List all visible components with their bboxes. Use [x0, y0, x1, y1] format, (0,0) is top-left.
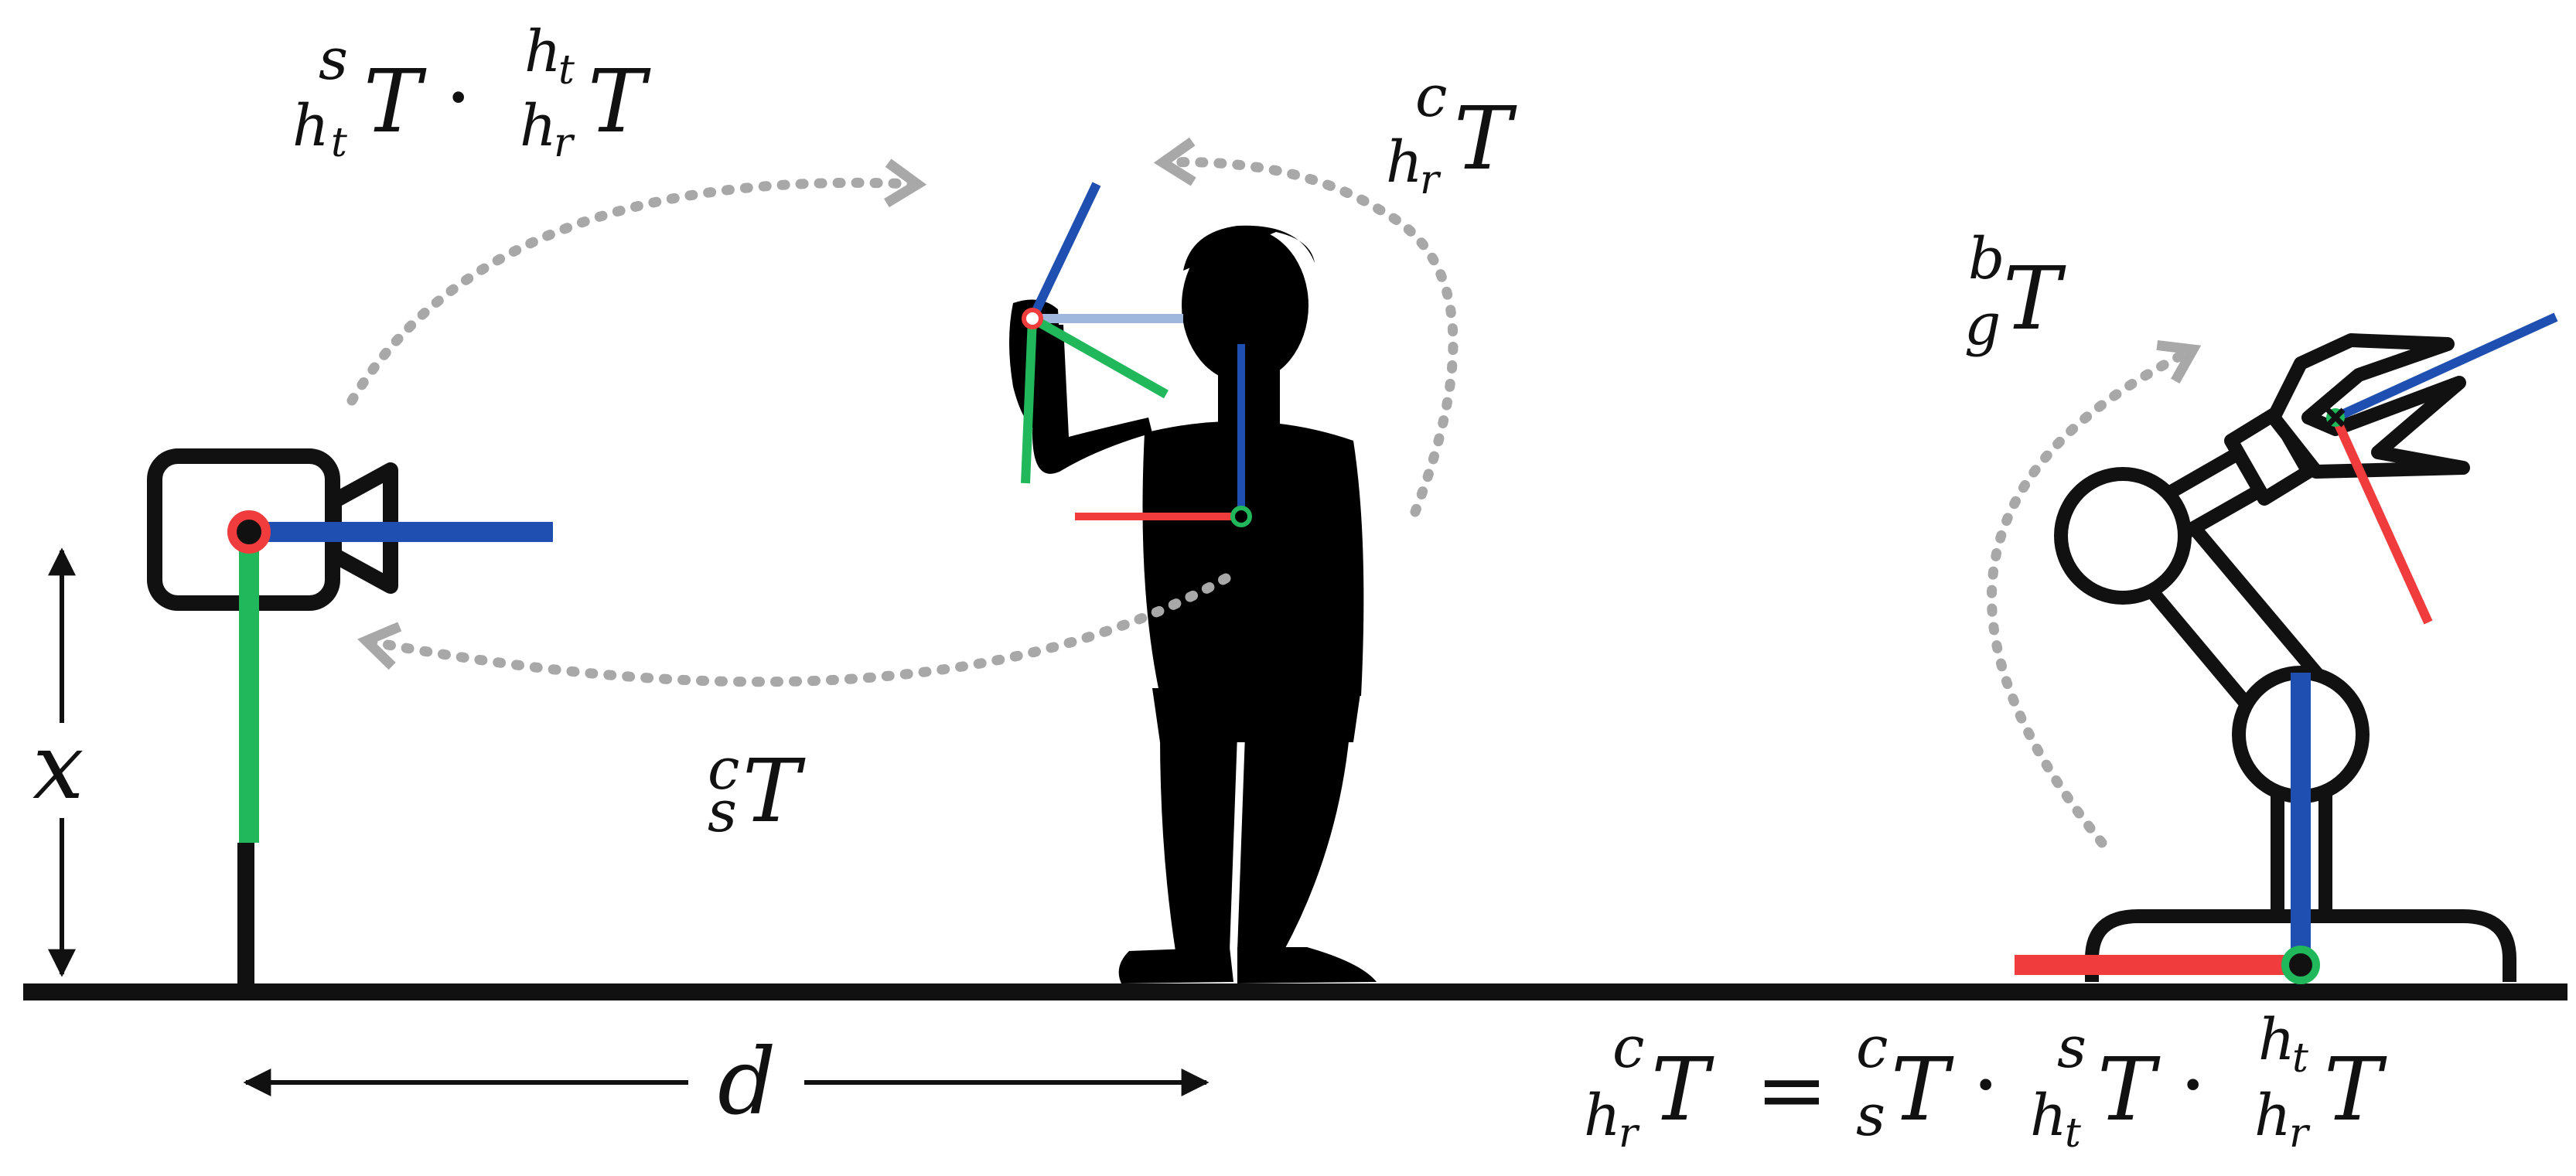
svg-text:s: s — [708, 779, 737, 845]
arrow-screen-to-camera — [357, 573, 1231, 687]
arrow-camera-to-target — [346, 159, 927, 406]
robot-gripper — [2267, 333, 2470, 479]
hand-target-frame — [1021, 182, 1183, 484]
svg-text:T: T — [2324, 1040, 2387, 1140]
svg-text:t: t — [558, 47, 575, 94]
svg-text:h: h — [2030, 1082, 2067, 1149]
distance-label: d — [718, 1028, 776, 1135]
svg-text:T: T — [2003, 249, 2066, 349]
person-silhouette — [1009, 225, 1377, 983]
gripper-frame — [2325, 312, 2558, 625]
svg-text:c: c — [1612, 1014, 1644, 1081]
svg-text:·: · — [1972, 1035, 2000, 1136]
svg-text:s: s — [319, 26, 348, 93]
svg-text:h: h — [2254, 1082, 2291, 1149]
svg-text:c: c — [708, 736, 739, 803]
svg-text:b: b — [1968, 226, 2005, 292]
svg-text:c: c — [1415, 63, 1447, 130]
svg-text:h: h — [1386, 129, 1423, 196]
svg-text:s: s — [2057, 1014, 2086, 1081]
svg-text:T: T — [742, 741, 806, 842]
label-screen-to-robot-chain: s h t T · h t h r T — [292, 19, 651, 166]
svg-text:g: g — [1964, 291, 2001, 358]
svg-text:r: r — [554, 120, 575, 166]
robot-arm — [2054, 333, 2516, 982]
svg-text:·: · — [445, 48, 473, 148]
svg-text:r: r — [2289, 1110, 2311, 1157]
svg-text:s: s — [1856, 1082, 1885, 1149]
robot-shoulder-joint — [2054, 467, 2192, 605]
dotted-arrows — [346, 137, 2202, 848]
distance-dimension: d — [243, 1028, 1210, 1135]
camera-origin — [227, 510, 271, 554]
svg-text:T: T — [363, 52, 427, 152]
svg-text:h: h — [524, 19, 561, 85]
svg-text:c: c — [1856, 1014, 1888, 1081]
base-origin — [2281, 946, 2320, 984]
camera — [147, 448, 553, 990]
height-label: x — [32, 713, 84, 820]
svg-text:h: h — [520, 93, 557, 159]
svg-text:t: t — [2065, 1110, 2081, 1157]
robot-base-frame — [2015, 673, 2320, 984]
svg-text:T: T — [1651, 1040, 1714, 1140]
svg-text:·: · — [2179, 1035, 2207, 1136]
label-transform-equation: c h r T = c s T · s h t T · h t h r T — [1584, 1007, 2387, 1157]
svg-text:=: = — [1755, 1040, 1828, 1140]
svg-text:T: T — [1891, 1040, 1954, 1140]
torso-origin — [1230, 506, 1252, 527]
label-gripper-to-base: b g T — [1964, 226, 2066, 358]
svg-text:h: h — [292, 93, 329, 159]
svg-text:T: T — [2097, 1040, 2161, 1140]
label-screen-to-camera: c s T — [708, 736, 806, 845]
svg-text:h: h — [1584, 1082, 1621, 1149]
hand-z-axis — [1028, 182, 1101, 321]
gripper-z-axis — [2333, 312, 2558, 422]
svg-text:r: r — [1619, 1110, 1640, 1157]
hand-origin — [1022, 308, 1043, 329]
height-dimension: x — [32, 547, 84, 977]
hand-green-axis — [1030, 314, 1169, 399]
gripper-cross-mark — [2325, 407, 2346, 428]
arrow-target-to-camera — [1153, 137, 1459, 517]
svg-text:t: t — [331, 120, 347, 166]
hand-green-axis-down — [1021, 318, 1037, 484]
svg-text:T: T — [1454, 89, 1517, 189]
svg-text:r: r — [1420, 157, 1442, 203]
svg-text:t: t — [2292, 1035, 2308, 1082]
svg-text:h: h — [2258, 1007, 2295, 1073]
svg-text:T: T — [588, 52, 651, 152]
torso-frame — [1075, 344, 1252, 527]
gripper-x-axis — [2331, 415, 2433, 625]
arrow-gripper-to-base — [1986, 340, 2202, 848]
label-camera-to-robot: c h r T — [1386, 63, 1517, 203]
